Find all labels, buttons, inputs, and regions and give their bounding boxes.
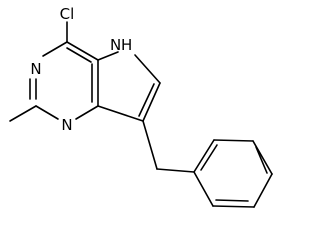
bond-c7-c7a xyxy=(97,105,144,122)
bond-n5-c6 xyxy=(134,54,161,84)
bond-c4a-c4 xyxy=(66,41,99,61)
bond-c4a-c4-double xyxy=(66,47,92,63)
bond-c2-n1 xyxy=(35,105,59,120)
bond-c4a-n5 xyxy=(97,51,119,61)
bond-ph-1 xyxy=(193,139,215,173)
bond-ph-double-3 xyxy=(215,199,249,202)
bond-ph-5 xyxy=(212,205,255,208)
pyrrole-nh-label: H xyxy=(121,36,132,54)
pyrimidine-n1-label: N xyxy=(61,116,72,134)
bond-c6-c7-double xyxy=(138,83,155,117)
pyrimidine-n3-label: N xyxy=(30,60,41,78)
bond-ph-double-1 xyxy=(200,144,218,171)
bond-ph-2 xyxy=(213,139,254,142)
bond-ph-double-2 xyxy=(255,146,268,174)
pyrrole-n-label: N xyxy=(110,36,121,54)
bond-c6-c7 xyxy=(142,82,161,122)
bond-ch2-ipso xyxy=(156,168,195,173)
bond-c4-n3 xyxy=(42,41,68,57)
bond-c7-ch2 xyxy=(142,120,158,170)
bond-ph-4 xyxy=(253,173,273,208)
bond-c2-methyl xyxy=(9,105,37,122)
chemical-structure-diagram: Cl H N N N xyxy=(9,5,273,208)
bond-ph-3 xyxy=(252,140,273,175)
bond-ph-6 xyxy=(193,171,214,207)
chlorine-label: Cl xyxy=(60,5,75,23)
bond-n1-c7a xyxy=(75,105,99,120)
